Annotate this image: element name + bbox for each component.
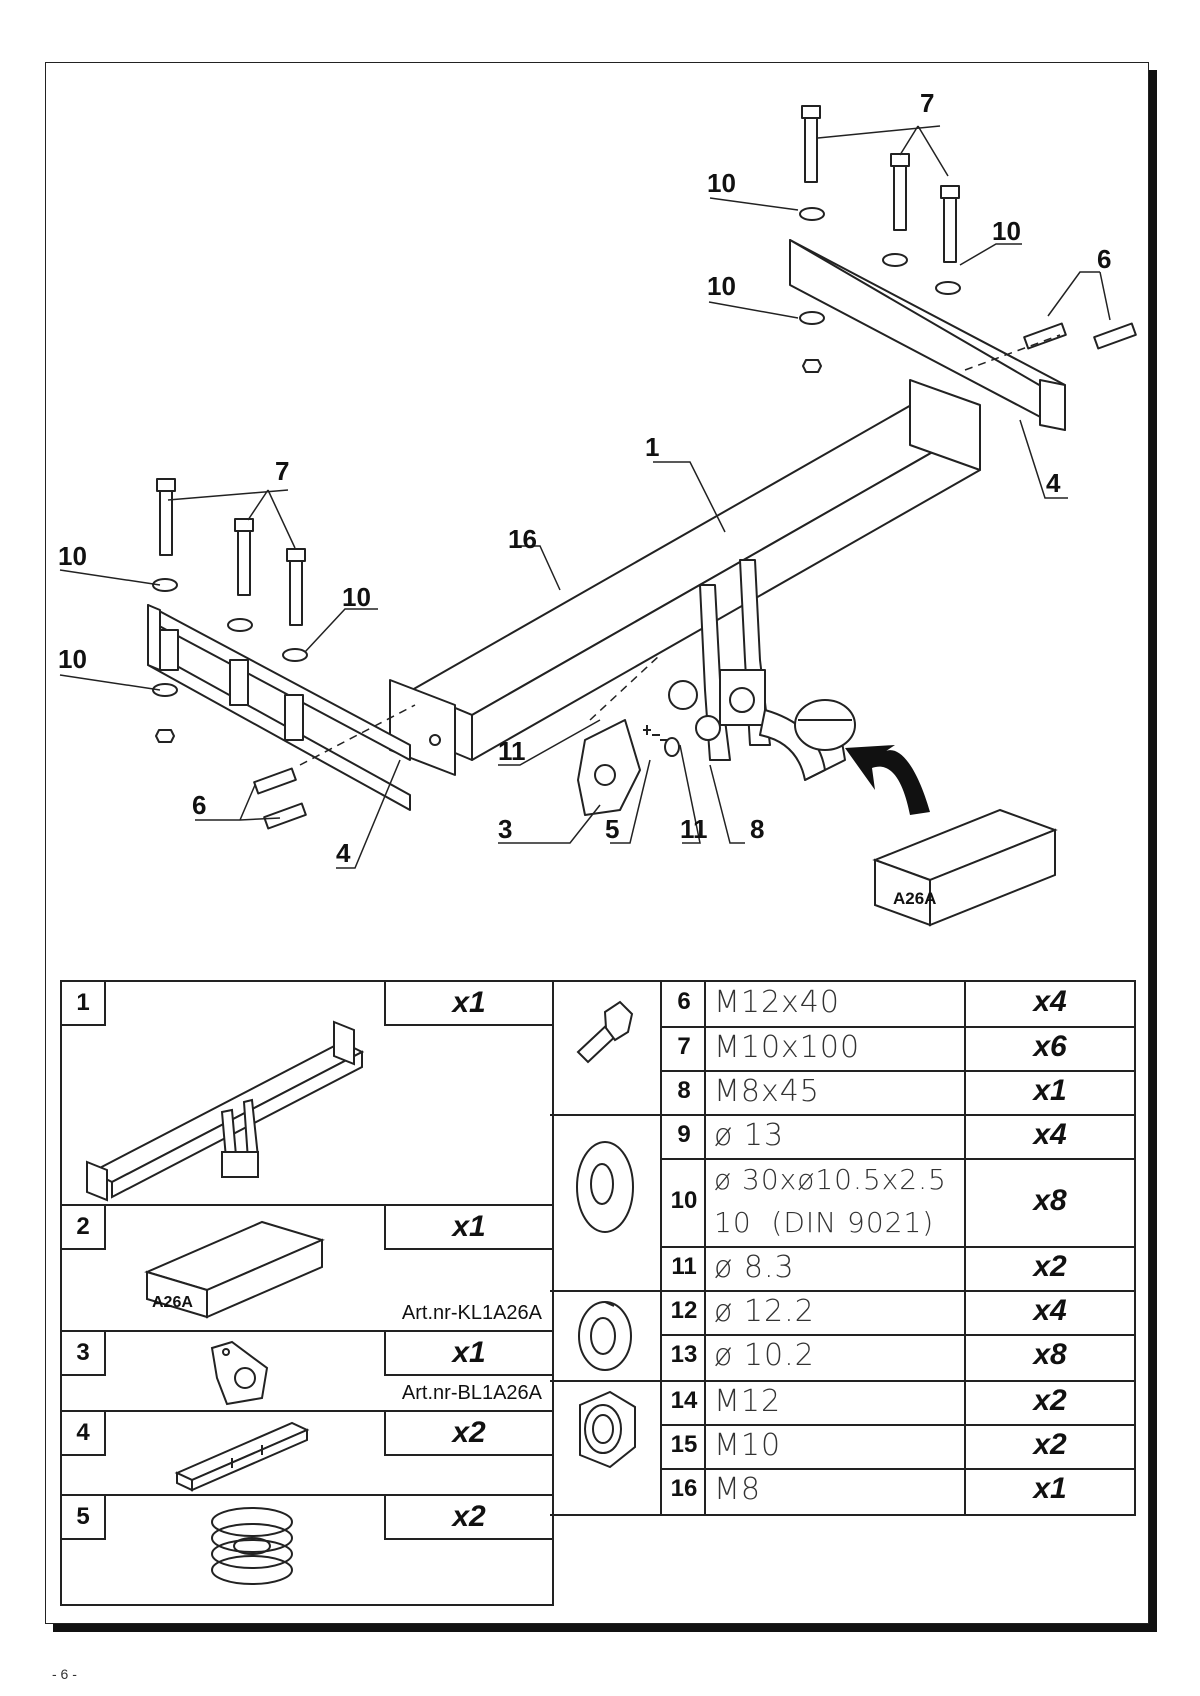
- part-quantity: x4: [1033, 1294, 1067, 1327]
- part-quantity: x8: [1033, 1184, 1067, 1217]
- callout-8: 8: [750, 814, 764, 844]
- part-number: 2: [62, 1206, 106, 1250]
- washer-icon: [576, 1141, 634, 1233]
- left-bracket: [147, 604, 411, 811]
- part-spec: M8: [714, 1471, 761, 1507]
- part-spec: ø 10.2: [714, 1337, 815, 1373]
- part-spec: ø 12.2: [714, 1293, 815, 1329]
- callout-10-f: 10: [58, 644, 87, 674]
- bolts-left: [156, 478, 306, 626]
- callout-5: 5: [605, 814, 619, 844]
- main-beam: [389, 379, 981, 776]
- part-quantity: x8: [1033, 1338, 1067, 1371]
- part-quantity: x2: [1033, 1428, 1067, 1461]
- callout-11-a: 11: [498, 736, 526, 766]
- part-number: 5: [62, 1496, 106, 1540]
- part-spec: ø 8.3: [714, 1249, 795, 1285]
- install-arrow: [845, 745, 930, 815]
- part-quantity: x1: [384, 982, 552, 1026]
- part-quantity: x2: [1033, 1250, 1067, 1283]
- part-number: 11: [671, 1253, 697, 1280]
- callout-6-left: 6: [192, 790, 206, 820]
- part-quantity: x2: [384, 1496, 552, 1540]
- washers: [152, 207, 961, 743]
- part-quantity: x1: [384, 1206, 552, 1250]
- callout-7-right: 7: [920, 88, 934, 118]
- callout-10-c: 10: [707, 271, 736, 301]
- right-bracket: [789, 239, 1066, 431]
- callout-10-a: 10: [707, 168, 736, 198]
- part-number: 8: [677, 1077, 691, 1104]
- part-number: 6: [677, 988, 691, 1015]
- part-number: 15: [670, 1431, 698, 1458]
- part-quantity: x4: [1033, 1118, 1067, 1151]
- leader-lines: [59, 125, 1111, 869]
- box-label: A26A: [893, 889, 936, 908]
- part-number: 12: [670, 1297, 698, 1324]
- callout-6-right: 6: [1097, 244, 1111, 274]
- part-spec: M12x40: [714, 984, 840, 1020]
- nut-icon: [579, 1390, 636, 1469]
- product-box: [872, 808, 1058, 927]
- callout-4-left: 4: [336, 838, 351, 868]
- callout-10-e: 10: [342, 582, 371, 612]
- hitch-bracket: [668, 559, 771, 761]
- part-spec: M12: [714, 1383, 782, 1419]
- callout-1: 1: [645, 432, 659, 462]
- box-icon-label: A26A: [152, 1294, 193, 1311]
- part-quantity: x2: [384, 1412, 552, 1456]
- article-number: Art.nr-KL1A26A: [401, 1302, 542, 1324]
- callout-4-right: 4: [1046, 468, 1061, 498]
- part-number: 14: [670, 1387, 698, 1414]
- part-quantity: x4: [1033, 985, 1067, 1018]
- callout-16: 16: [508, 524, 537, 554]
- part-number: 16: [670, 1475, 698, 1502]
- part-number: 10: [670, 1187, 698, 1214]
- callout-3: 3: [498, 814, 512, 844]
- part-quantity: x6: [1033, 1030, 1067, 1063]
- part-quantity: x2: [1033, 1384, 1067, 1417]
- part-number: 7: [677, 1033, 691, 1060]
- part-spec-standard: 10 (DIN 9021): [714, 1206, 935, 1239]
- part-spec: M10: [714, 1427, 782, 1463]
- exploded-diagram: A26A 7 10 10 6 10 1 4 7 16 10 10 10 11 6…: [58, 88, 1137, 927]
- spring-washer-icon: [578, 1301, 632, 1371]
- bolts-right: [801, 105, 960, 263]
- callout-7-left: 7: [275, 456, 289, 486]
- part-number: 13: [670, 1341, 698, 1368]
- socket-plate-icon: [210, 1340, 269, 1406]
- box-icon: [144, 1220, 325, 1319]
- part-number: 4: [62, 1412, 106, 1456]
- bracket-icon: [174, 1421, 310, 1492]
- socket-plate-assembly: [577, 719, 680, 816]
- part-quantity: x1: [1033, 1472, 1067, 1505]
- callout-10-b: 10: [992, 216, 1021, 246]
- part-quantity: x1: [1033, 1074, 1067, 1107]
- bolt-icon: [576, 1000, 634, 1064]
- part-spec: ø 13: [714, 1117, 785, 1153]
- parts-table-left: 1 x1 2 x1 A26A Art.nr-KL1A26A 3 x1: [60, 980, 554, 1606]
- callout-11-b: 11: [680, 814, 708, 844]
- parts-table-right: [550, 980, 1136, 1516]
- assembly-lines: [299, 334, 1061, 766]
- part-spec: M10x100: [714, 1029, 861, 1065]
- page-number: - 6 -: [52, 1666, 77, 1682]
- part-number: 3: [62, 1332, 106, 1376]
- part-spec: M8x45: [714, 1073, 820, 1109]
- part-number: 1: [62, 982, 106, 1026]
- part-spec: ø 30xø10.5x2.5: [714, 1163, 947, 1196]
- main-beam-icon: [86, 1020, 365, 1202]
- callout-10-d: 10: [58, 541, 87, 571]
- article-number: Art.nr-BL1A26A: [401, 1382, 542, 1404]
- bolts-m12: [253, 322, 1137, 830]
- part-number: 9: [677, 1121, 691, 1148]
- spring-icon: [211, 1507, 293, 1585]
- towball: [759, 699, 856, 781]
- part-quantity: x1: [384, 1332, 552, 1376]
